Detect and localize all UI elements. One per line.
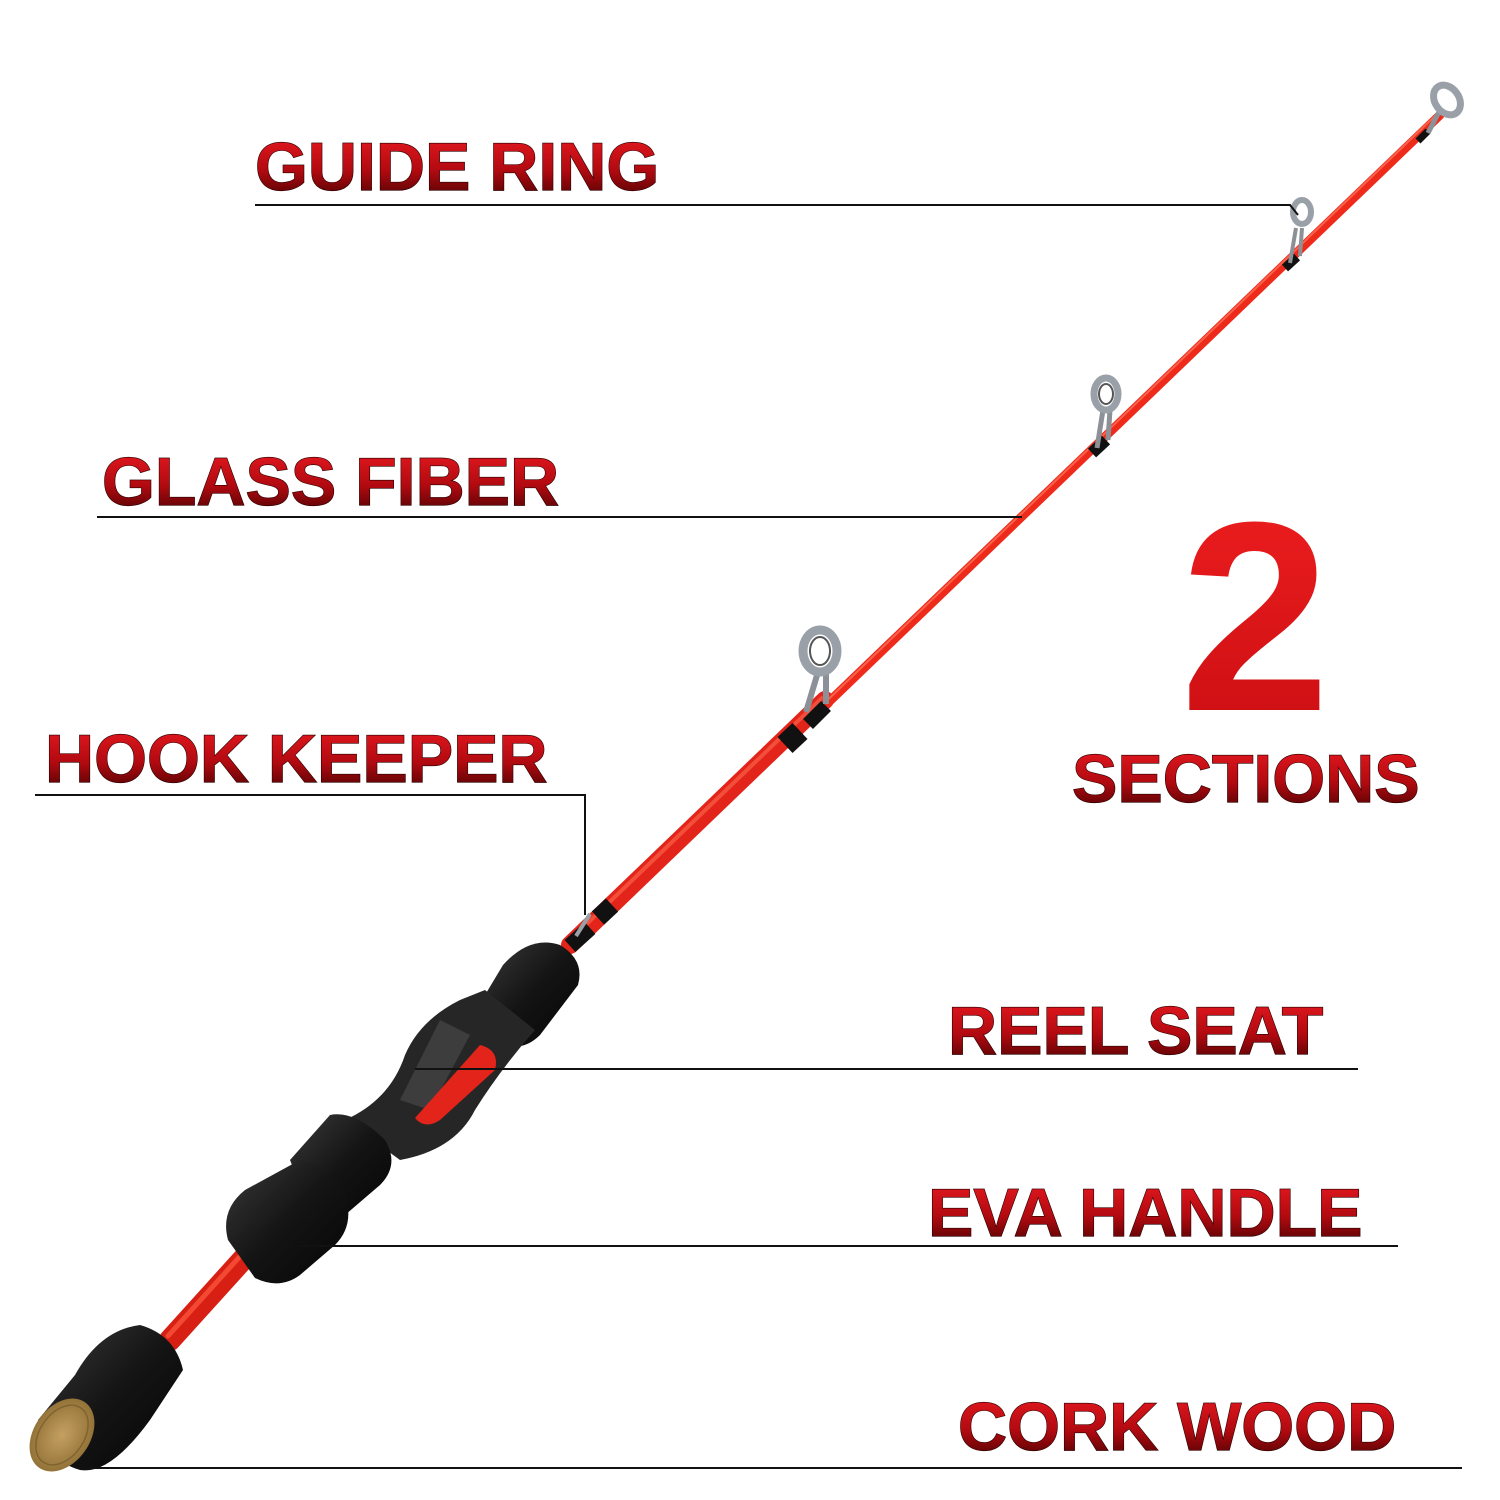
leader-lines [35,204,1462,1469]
label-eva-handle: EVA HANDLE [928,1175,1362,1251]
sections-label: SECTIONS [1072,741,1420,817]
label-glass-fiber: GLASS FIBER [102,444,559,520]
eva-handle [226,1114,392,1284]
guide-ring-1 [798,625,842,713]
guide-ring-3 [1288,197,1314,264]
leader-hook-keeper [35,794,586,915]
reel-seat [345,990,535,1160]
label-reel-seat: REEL SEAT [948,993,1323,1069]
sections-count: 2 [1180,467,1330,768]
label-guide-ring: GUIDE RING [255,129,659,205]
tip-top-ring [1425,81,1464,135]
cork-butt-cap [29,1398,95,1472]
label-cork-wood: CORK WOOD [958,1389,1396,1465]
hook-keeper [564,912,596,952]
guide-ring-2 [1090,374,1122,449]
label-hook-keeper: HOOK KEEPER [45,721,548,797]
leader-guide-ring [255,204,1299,216]
